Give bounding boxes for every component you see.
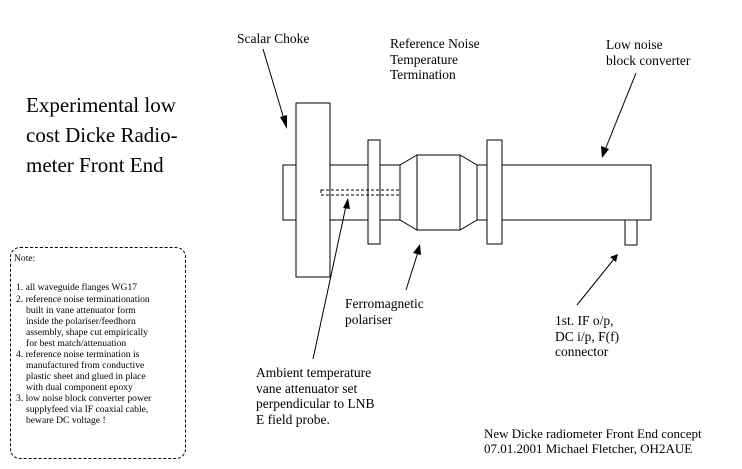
title-line-3: meter Front End <box>26 153 164 177</box>
label-reference-noise-line-1: Reference Noise <box>390 36 480 51</box>
label-lnb-line-2: block converter <box>606 52 691 68</box>
pointer-if-output <box>576 258 615 306</box>
title-line-2: cost Dicke Radio- <box>26 123 178 147</box>
note-line-9: plastic sheet and glued in place <box>26 371 146 382</box>
arrowhead-if-output <box>610 254 618 262</box>
label-reference-noise: Reference Noise Temperature Termination <box>390 36 480 83</box>
lnb-body <box>501 164 652 221</box>
label-vane-line-1: Ambient temperature <box>256 365 372 380</box>
feedhorn-throat <box>282 164 297 221</box>
arrowhead-reference-noise <box>343 198 350 209</box>
label-vane-line-2: vane attenuator set <box>256 380 358 396</box>
pointer-polariser <box>405 251 419 291</box>
pointer-scalar-choke <box>262 48 285 120</box>
note-box <box>10 247 186 459</box>
vane-attenuator <box>320 189 401 196</box>
note-line-1: 1. all waveguide flanges WG17 <box>16 282 138 293</box>
credit-line-2: 07.01.2001 Michael Fletcher, OH2AUE <box>484 441 693 456</box>
label-if-output-line-2: DC i/p, F(f) <box>555 328 620 344</box>
note-line-7: 4. reference noise termination is <box>16 349 140 360</box>
note-line-10: with dual component epoxy <box>26 382 133 393</box>
note-line-2: 2. reference noise terminationation <box>16 294 150 305</box>
label-vane-line-3: perpendicular to LNB <box>256 396 375 411</box>
arrowhead-polariser <box>413 244 421 255</box>
label-ferromagnetic-polariser: Ferromagnetic polariser <box>345 296 424 327</box>
label-vane-attenuator: Ambient temperature vane attenuator set … <box>256 365 374 427</box>
ferromagnetic-polariser-body <box>399 154 478 231</box>
arrowhead-scalar-choke <box>280 115 287 129</box>
pointer-reference-noise <box>312 205 347 360</box>
label-scalar-choke: Scalar Choke <box>237 31 310 46</box>
diagram-title: Experimental low cost Dicke Radio- meter… <box>26 90 178 180</box>
label-if-output: 1st. IF o/p, DC i/p, F(f) connector <box>555 313 619 360</box>
label-ferromagnetic-line-2: polariser <box>345 311 393 327</box>
label-lnb: Low noise block converter <box>606 37 690 68</box>
note-heading: Note: <box>14 253 36 264</box>
title-line-1: Experimental low <box>26 93 176 117</box>
note-line-8: manufactured from conductive <box>26 360 145 371</box>
flange-1 <box>367 139 381 245</box>
arrowhead-lnb <box>601 146 609 158</box>
label-vane-line-4: E field probe. <box>256 411 330 427</box>
scalar-choke <box>295 102 331 278</box>
label-reference-noise-line-2: Temperature <box>390 51 459 67</box>
note-line-5: assembly, shape cut empirically <box>26 327 148 338</box>
pointer-lnb <box>604 72 637 151</box>
flange-2 <box>486 139 503 245</box>
label-if-output-line-3: connector <box>555 344 609 359</box>
waveguide-section-2 <box>379 164 401 221</box>
note-line-11: 3. low noise block converter power <box>16 393 152 404</box>
credit: New Dicke radiometer Front End concept 0… <box>484 426 702 456</box>
feed-waveguide-section <box>329 164 369 221</box>
note-line-6: for best match/attenuation <box>26 338 127 349</box>
note-line-12: supplyfeed via IF coaxial cable, <box>26 404 149 415</box>
credit-line-1: New Dicke radiometer Front End concept <box>484 426 702 441</box>
note-line-3: built in vane attenuator form <box>26 305 136 316</box>
waveguide-section-3 <box>476 164 488 221</box>
label-ferromagnetic-line-1: Ferromagnetic <box>345 296 424 311</box>
if-connector <box>624 219 638 246</box>
label-if-output-line-1: 1st. IF o/p, <box>555 313 614 328</box>
label-lnb-line-1: Low noise <box>606 37 663 52</box>
note-line-13: beware DC voltage ! <box>26 415 106 426</box>
label-reference-noise-line-3: Termination <box>390 67 456 82</box>
note-line-4: inside the polariser/feedhorn <box>26 316 136 327</box>
